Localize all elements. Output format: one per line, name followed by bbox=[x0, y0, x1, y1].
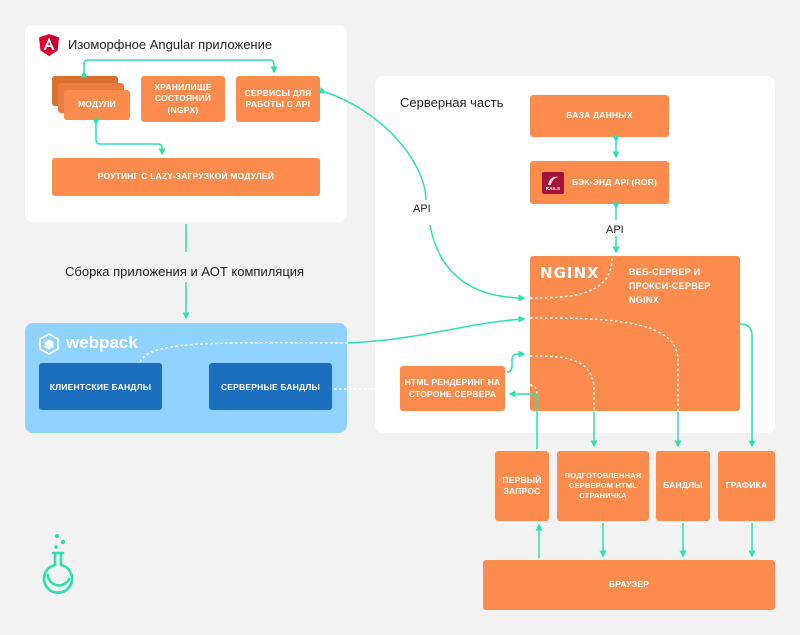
angular-logo-icon bbox=[39, 34, 59, 56]
modules-box: МОДУЛИ bbox=[64, 90, 130, 120]
prepared-page-box: ПОДГОТОВЛЕННАЯ СЕРВЕРОМ HTML СТРАНИЧКА bbox=[557, 451, 649, 521]
backend-box: RAILS БЭК-ЭНД API (ROR) bbox=[530, 161, 669, 204]
server-bundles-box: СЕРВЕРНЫЕ БАНДЛЫ bbox=[209, 363, 332, 410]
nginx-logo: NGINX bbox=[540, 264, 600, 282]
backend-label: БЭК-ЭНД API (ROR) bbox=[572, 176, 658, 187]
webpack-title: webpack bbox=[66, 333, 138, 352]
routing-box: РОУТИНГ С LAZY-ЗАГРУЗКОЙ МОДУЛЕЙ bbox=[52, 158, 320, 196]
graphics-box: ГРАФИКА bbox=[718, 451, 775, 521]
client-bundles-box: КЛИЕНТСКИЕ БАНДЛЫ bbox=[39, 363, 162, 410]
state-store-box: ХРАНИЛИЩЕ СОСТОЯНИЙ (NGPX) bbox=[141, 76, 225, 122]
angular-title: Изоморфное Angular приложение bbox=[68, 37, 273, 52]
api-label-right: API bbox=[606, 224, 624, 236]
flask-icon bbox=[42, 534, 74, 594]
webpack-cube-icon bbox=[39, 333, 59, 355]
first-request-box: ПЕРВЫЙ ЗАПРОС bbox=[495, 451, 549, 521]
browser-box: БРАУЗЕР bbox=[483, 560, 775, 610]
html-render-box: HTML РЕНДЕРИНГ НА СТОРОНЕ СЕРВЕРА bbox=[400, 366, 505, 411]
build-label: Сборка приложения и АОТ компиляция bbox=[65, 264, 305, 279]
nginx-box bbox=[530, 256, 740, 411]
rails-logo-icon: RAILS bbox=[542, 171, 564, 194]
bundles-box: БАНДЛЫ bbox=[656, 451, 710, 521]
api-services-box: СЕРВИСЫ ДЛЯ РАБОТЫ С API bbox=[236, 76, 320, 122]
database-box: БАЗА ДАННЫХ bbox=[530, 95, 669, 137]
nginx-description: ВЕБ-СЕРВЕР И ПРОКСИ-СЕРВЕР NGINX bbox=[629, 267, 711, 305]
